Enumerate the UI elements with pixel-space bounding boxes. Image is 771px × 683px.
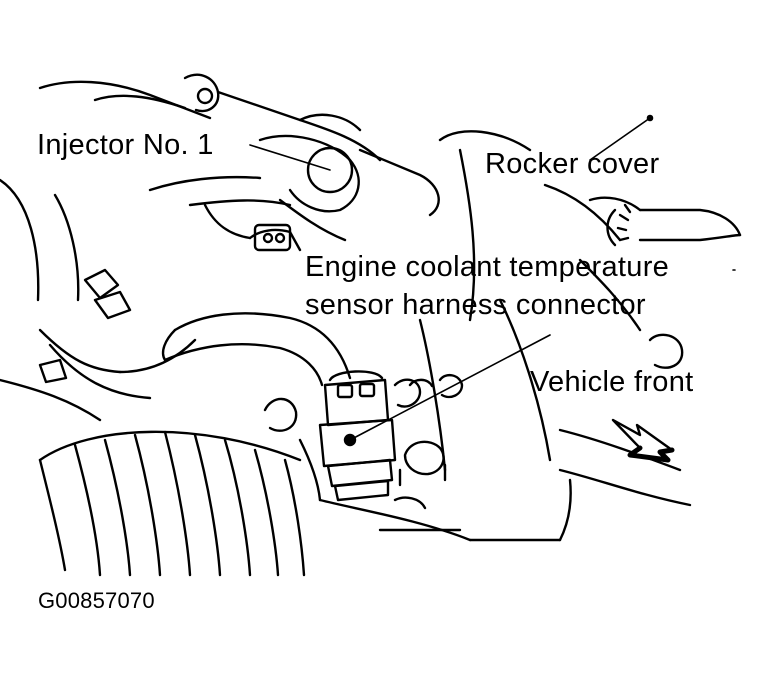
leader-lines — [249, 114, 736, 441]
sensor-label-line1: Engine coolant temperature — [305, 251, 670, 283]
rocker-cover-label: Rocker cover — [485, 148, 660, 180]
injector-label: Injector No. 1 — [37, 129, 214, 161]
lower-body — [318, 478, 572, 542]
leader-sensor — [349, 334, 551, 441]
figure-code: G00857070 — [38, 588, 155, 613]
leader-injector — [249, 144, 331, 171]
sensor-label-line2: sensor harness connector — [305, 289, 646, 321]
vehicle-front-arrow — [611, 418, 675, 463]
left-wiring — [0, 178, 197, 422]
vehicle-front-label: Vehicle front — [530, 366, 694, 398]
corrugated-boot — [38, 397, 322, 577]
upper-hoses — [38, 73, 382, 207]
coolant-sensor-connector — [318, 370, 422, 502]
coolant-hose — [161, 312, 352, 387]
rocker-cover — [418, 130, 742, 507]
injector-body — [203, 134, 440, 252]
fasteners — [393, 373, 464, 510]
leader-rocker-dot — [646, 114, 654, 122]
leader-rocker-cover — [589, 117, 651, 161]
